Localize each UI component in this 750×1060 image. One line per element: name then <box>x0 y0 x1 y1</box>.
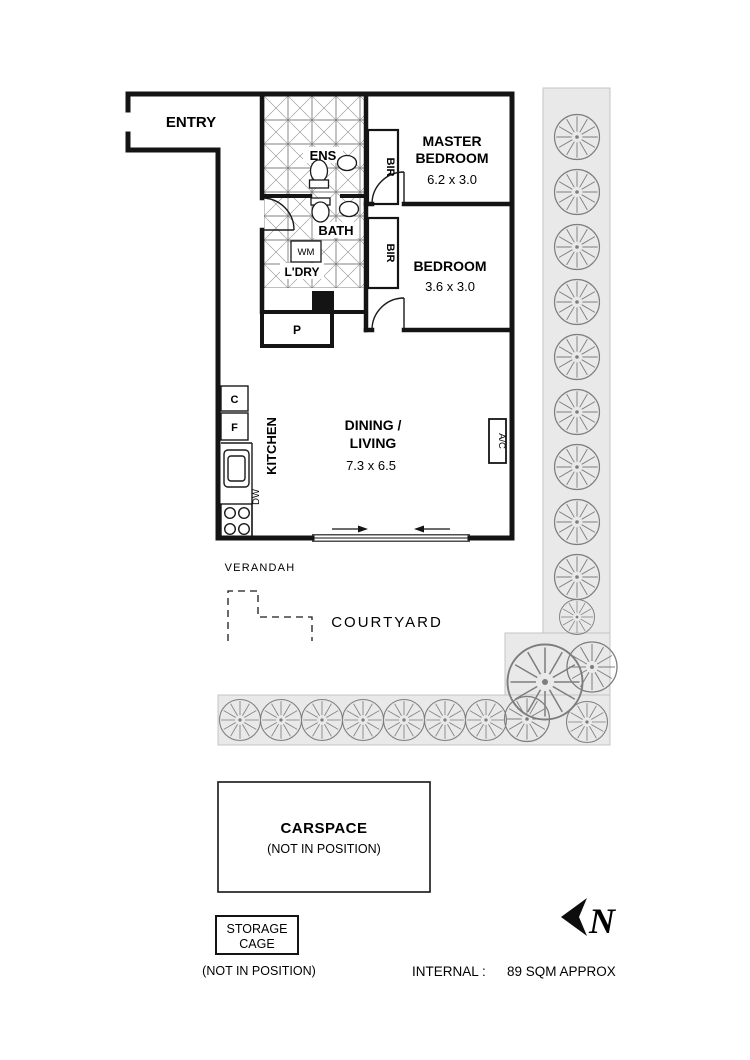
verandah-label: VERANDAH <box>225 562 296 574</box>
carspace-box <box>217 781 431 893</box>
slide-arrowhead-right <box>358 525 368 533</box>
door-swings <box>261 171 405 331</box>
ens-label: ENS <box>310 148 337 163</box>
verandah-roofline <box>227 590 313 641</box>
tree-icon <box>553 498 601 546</box>
internal-area: INTERNAL : 89 SQM APPROX <box>412 964 616 979</box>
master-bedroom-dims: 6.2 x 3.0 <box>427 172 477 187</box>
internal-area-value: 89 SQM APPROX <box>507 964 616 979</box>
ens-toilet-icon <box>309 159 329 183</box>
tree-icon <box>553 113 601 161</box>
tree-icon <box>553 553 601 601</box>
sliding-door <box>312 525 470 542</box>
tree-icon <box>553 333 601 381</box>
carspace: CARSPACE (NOT IN POSITION) <box>217 781 431 893</box>
room-labels: ENTRY ENS BATH WM L'DRY P BIR BIR MASTER… <box>166 114 507 505</box>
cooktop-burner <box>237 507 250 520</box>
tree-icon <box>553 443 601 491</box>
tree-icon <box>218 698 262 742</box>
ens-basin-icon <box>336 154 358 172</box>
north-indicator: N <box>561 898 617 941</box>
ac-label: A/C <box>496 433 507 449</box>
cooktop-burner <box>237 523 250 536</box>
sink-bowl <box>227 455 246 482</box>
storage-cage-label-line1: STORAGE <box>227 922 288 936</box>
tree-icon <box>423 698 467 742</box>
bir-bedroom-label: BIR <box>384 244 396 263</box>
sink-outer <box>223 449 250 488</box>
tree-icon <box>464 698 508 742</box>
master-bedroom-label-line2: BEDROOM <box>415 150 488 166</box>
carspace-label: CARSPACE <box>280 820 367 837</box>
master-bedroom-door <box>371 171 405 205</box>
bath-label-plate <box>313 222 359 238</box>
bathroom-fixtures <box>290 154 360 312</box>
ens-label-plate <box>303 147 343 163</box>
storage-cage-box <box>215 915 299 955</box>
fridge-label: F <box>231 422 238 434</box>
internal-area-label: INTERNAL : <box>412 964 486 979</box>
tree-icon <box>341 698 385 742</box>
bath-basin-icon <box>338 200 360 218</box>
north-arrow-icon <box>561 898 587 936</box>
tree-icon <box>553 278 601 326</box>
kitchen-fixtures <box>220 385 253 539</box>
dishwasher-label: DW <box>251 489 262 505</box>
ldry-label-plate <box>280 263 324 279</box>
tree-icon <box>382 698 426 742</box>
washing-machine-box <box>290 240 322 263</box>
ens-toilet-tank <box>308 179 330 189</box>
cupboard-label: C <box>231 394 239 406</box>
cooktop-burner <box>223 507 236 520</box>
bath-door <box>261 197 295 231</box>
wm-label: WM <box>298 247 315 258</box>
walls <box>125 91 515 541</box>
tree-icon <box>566 641 618 693</box>
bedroom-dims: 3.6 x 3.0 <box>425 279 475 294</box>
bedroom-door <box>371 297 405 331</box>
dining-living-label-line2: LIVING <box>350 435 397 451</box>
fridge-box <box>220 412 249 441</box>
laundry-pantry-walls <box>260 310 368 348</box>
kitchen-bench <box>221 442 253 538</box>
tree-icon <box>259 698 303 742</box>
tree-icon <box>553 223 601 271</box>
storage-cage: STORAGE CAGE (NOT IN POSITION) <box>202 915 316 978</box>
entry-label: ENTRY <box>166 114 216 131</box>
courtyard-label: COURTYARD <box>331 614 443 631</box>
north-label: N <box>588 901 617 941</box>
bath-toilet-icon <box>311 201 330 223</box>
tree-icon <box>565 700 609 744</box>
duct-block <box>312 291 334 312</box>
kitchen-label: KITCHEN <box>264 417 279 475</box>
bedroom-label: BEDROOM <box>413 258 486 274</box>
cupboard-box <box>220 385 249 412</box>
tree-icon <box>559 599 595 635</box>
tree-icon <box>553 168 601 216</box>
bir-master-label: BIR <box>384 158 396 177</box>
bir-master-box <box>366 128 400 206</box>
master-bedroom-label-line1: MASTER <box>422 133 481 149</box>
tree-icon <box>300 698 344 742</box>
slide-arrowhead-left <box>414 525 424 533</box>
tree-icon <box>553 388 601 436</box>
dining-living-dims: 7.3 x 6.5 <box>346 458 396 473</box>
ldry-label: L'DRY <box>284 265 319 279</box>
exterior-walls <box>125 91 515 541</box>
storage-cage-note: (NOT IN POSITION) <box>202 964 316 978</box>
cooktop-burner <box>223 523 236 536</box>
ac-unit <box>488 418 507 464</box>
pantry-label: P <box>293 323 301 337</box>
dining-living-label-line1: DINING / <box>345 417 402 433</box>
bath-label: BATH <box>318 223 353 238</box>
storage-cage-label-line2: CAGE <box>239 937 274 951</box>
tree-icon <box>503 695 551 743</box>
carspace-note: (NOT IN POSITION) <box>267 842 381 856</box>
